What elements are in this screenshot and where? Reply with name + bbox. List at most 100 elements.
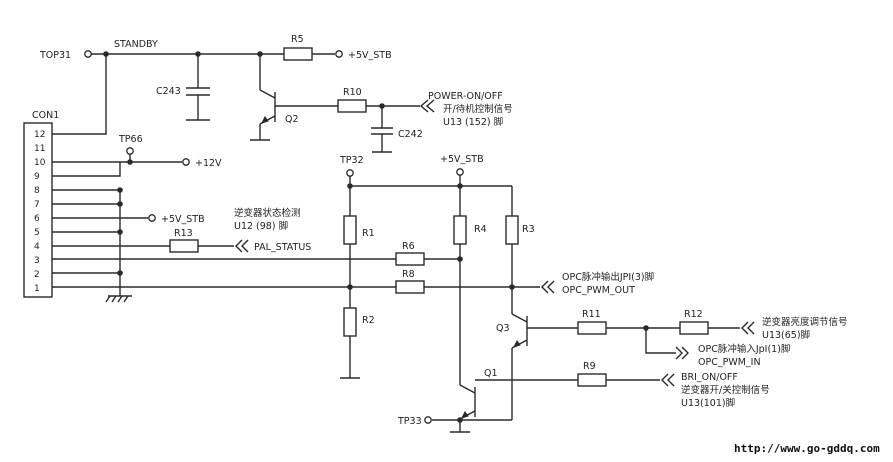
q3-collector <box>511 313 528 323</box>
tp32-terminal <box>346 169 354 177</box>
plus5v-stb-con-terminal <box>148 214 156 222</box>
ground-symbol-hatch <box>105 295 129 303</box>
q2-collector <box>259 89 276 99</box>
r4-resistor <box>453 215 467 245</box>
q1-collector <box>459 384 476 394</box>
connector-pin-label: 1 <box>34 284 40 294</box>
r13-label: R13 <box>174 228 193 239</box>
power-on-label-3: U13 (152) 脚 <box>443 117 503 128</box>
pal-status-arrow <box>235 239 249 253</box>
connector-label: CON1 <box>32 110 59 121</box>
connector-pin-label: 10 <box>34 158 46 168</box>
brightness-arrow <box>741 321 755 335</box>
opc-in-arrow <box>675 346 689 360</box>
r1-junction <box>347 284 353 290</box>
r10-label: R10 <box>343 87 362 98</box>
r11-label: R11 <box>582 309 601 320</box>
source-watermark: http://www.go-gddq.com <box>734 442 880 455</box>
c242-label: C242 <box>398 129 423 140</box>
pin9-net <box>52 162 121 177</box>
r12-label: R12 <box>684 309 703 320</box>
plus5v-stb-mid-terminal <box>456 168 464 176</box>
connector-body <box>23 122 53 298</box>
plus5v-stb-r5-label: +5V_STB <box>348 50 392 61</box>
r4-label: R4 <box>474 224 487 235</box>
top31-terminal <box>84 50 92 58</box>
power-on-label-2: 开/待机控制信号 <box>443 103 513 115</box>
r6-label: R6 <box>402 241 415 252</box>
r13-resistor <box>169 239 199 253</box>
r2-label: R2 <box>362 315 375 326</box>
connector-pin-label: 8 <box>34 186 40 196</box>
tp66-label: TP66 <box>118 134 143 145</box>
opc-out-label-2: OPC_PWM_OUT <box>562 285 635 296</box>
r2-resistor <box>343 307 357 337</box>
plus12v-junction <box>127 159 133 165</box>
bri-arrow <box>661 373 675 387</box>
tp33-label: TP33 <box>397 416 422 427</box>
plus5v-stb-mid-label: +5V_STB <box>440 154 484 165</box>
r1-label: R1 <box>362 228 375 239</box>
c243-label: C243 <box>156 86 181 97</box>
ground-junction-1 <box>117 187 123 193</box>
r5-resistor <box>283 47 313 61</box>
r1-resistor <box>343 215 357 245</box>
brightness-label-2: U13(65)脚 <box>762 330 810 341</box>
q2-emitter-arrow <box>261 116 269 124</box>
bri-label-2: 逆变器开/关控制信号 <box>681 384 770 396</box>
opc-in-label-1: OPC脉冲输入JpI(1)脚 <box>698 343 790 355</box>
bri-label-3: U13(101)脚 <box>681 398 735 409</box>
pal-status-label: PAL_STATUS <box>254 242 311 253</box>
tp66-terminal <box>126 147 134 155</box>
ground-junction-2 <box>117 201 123 207</box>
r9-label: R9 <box>583 361 596 372</box>
connector-pin-label: 9 <box>34 172 40 182</box>
standby-section: TOP31 STANDBY C243 R5 +5V_STB Q2 <box>39 34 513 153</box>
connector-pin-label: 7 <box>34 200 40 210</box>
r8-resistor <box>395 280 425 294</box>
r8-label: R8 <box>402 269 415 280</box>
r11-resistor <box>577 321 607 335</box>
plus5v-stb-con-label: +5V_STB <box>161 214 205 225</box>
connector-pins: 12 11 10 9 8 7 6 5 4 3 2 1 <box>34 130 46 294</box>
connector-wiring: TP66 +12V +5V_STB R13 PAL_STATUS 逆变 <box>52 134 396 303</box>
standby-label: STANDBY <box>114 39 158 50</box>
q3-emitter-arrow <box>513 340 521 348</box>
plus12v-terminal <box>182 158 190 166</box>
opc-out-label-1: OPC脉冲输出JPI(3)脚 <box>562 271 654 283</box>
connector-pin-label: 6 <box>34 214 40 224</box>
connector-pin-label: 5 <box>34 228 40 238</box>
brightness-label-1: 逆变器亮度调节信号 <box>762 316 848 328</box>
q2-label: Q2 <box>285 114 299 125</box>
opc-in-net <box>645 328 676 354</box>
standby-to-pin12 <box>52 54 107 135</box>
inverter-status-label-1: 逆变器状态检测 <box>234 207 301 219</box>
connector-con1: CON1 12 11 10 9 8 7 6 5 4 3 2 1 <box>23 110 59 298</box>
q1-emitter-arrow <box>461 411 469 419</box>
power-on-label-1: POWER-ON/OFF <box>428 91 503 102</box>
power-on-input-arrow <box>419 99 435 113</box>
connector-pin-label: 3 <box>34 256 40 266</box>
ground-junction-4 <box>117 270 123 276</box>
q3-label: Q3 <box>496 323 510 334</box>
connector-pin-label: 11 <box>34 144 45 154</box>
q1-label: Q1 <box>484 368 498 379</box>
ground-junction-3 <box>117 229 123 235</box>
opc-in-label-2: OPC_PWM_IN <box>698 357 761 368</box>
tp33-terminal <box>424 416 432 424</box>
opc-section: TP32 +5V_STB R1 R2 R4 R3 R <box>339 154 848 433</box>
opc-out-arrow <box>541 280 555 294</box>
r5-label: R5 <box>291 34 304 45</box>
r10-resistor <box>337 99 367 113</box>
top31-label: TOP31 <box>39 50 71 61</box>
tp32-label: TP32 <box>339 155 364 166</box>
bri-label-1: BRI_ON/OFF <box>681 372 738 383</box>
plus5v-stb-r5-terminal <box>335 50 343 58</box>
r9-resistor <box>577 373 607 387</box>
connector-pin-label: 2 <box>34 270 40 280</box>
connector-pin-label: 4 <box>34 242 40 252</box>
connector-pin-label: 12 <box>34 130 45 140</box>
r6-resistor <box>395 252 425 266</box>
inverter-status-label-2: U12 (98) 脚 <box>234 221 288 232</box>
